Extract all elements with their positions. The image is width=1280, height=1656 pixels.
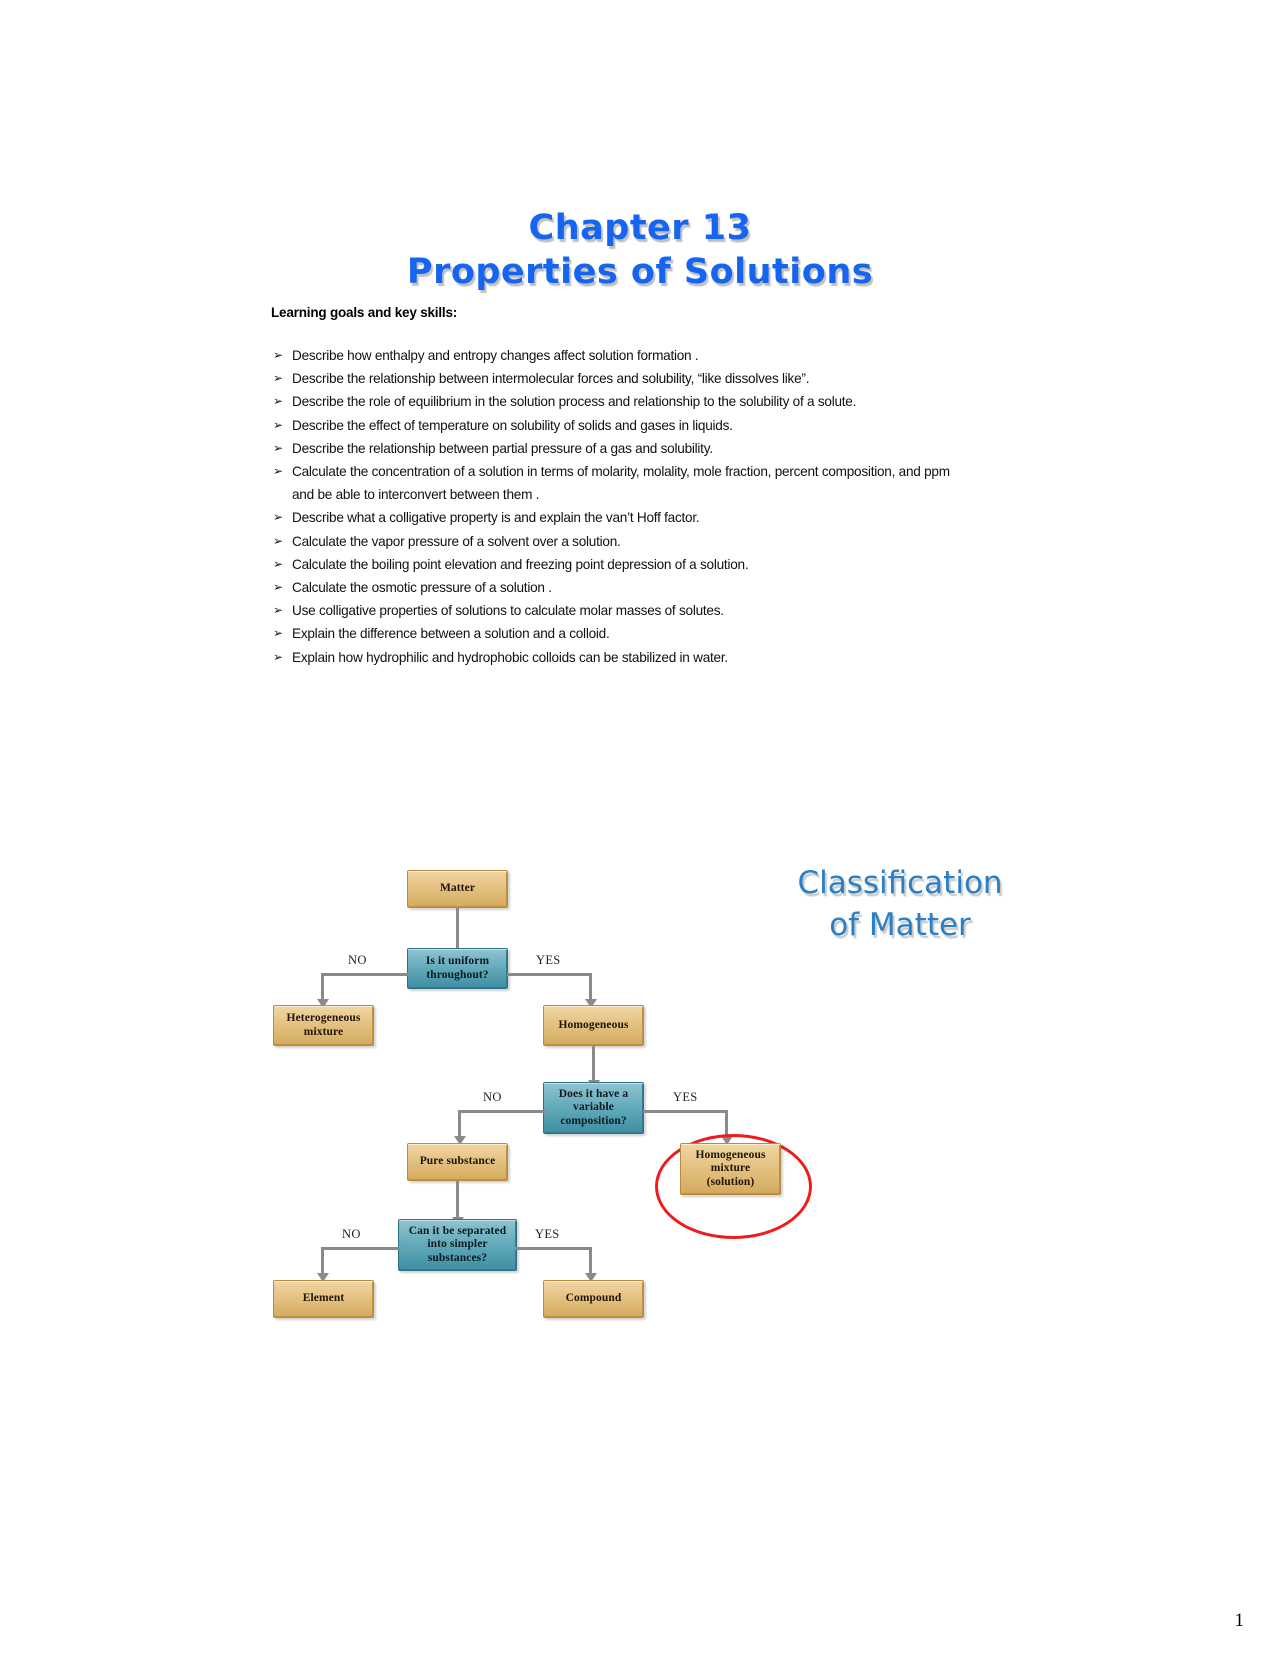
connector-pure-to-q3 [456, 1181, 459, 1221]
connector-q3-no-vertical [321, 1247, 324, 1277]
list-item: ➢ Explain the difference between a soluti… [271, 622, 951, 645]
arrow-bullet-icon: ➢ [273, 440, 283, 455]
flow-node-label: Heterogeneous mixture [286, 1012, 361, 1038]
connector-q3-yes-horizontal [515, 1247, 592, 1250]
list-item-text: Describe how enthalpy and entropy change… [292, 348, 699, 363]
learning-goals-list: ➢ Describe how enthalpy and entropy chang… [271, 344, 951, 669]
connector-q3-yes-vertical [589, 1247, 592, 1277]
arrow-bullet-icon: ➢ [273, 417, 283, 432]
flow-node-label: Can it be separated into simpler substan… [408, 1224, 507, 1264]
connector-q2-no-horizontal [458, 1110, 546, 1113]
flow-node-label: Is it uniform throughout? [425, 955, 490, 981]
list-item: ➢ Calculate the concentration of a soluti… [271, 460, 951, 506]
connector-q2-yes-horizontal [643, 1110, 728, 1113]
arrow-head-icon [317, 999, 329, 1008]
list-item-text: Explain the difference between a solutio… [292, 626, 610, 642]
connector-q1-no-horizontal [321, 973, 409, 976]
flow-node-label: Homogeneous [558, 1018, 629, 1031]
list-item-text: Calculate the osmotic pressure of a solu… [292, 580, 552, 596]
flow-node-label: Homogeneous mixture (solution) [695, 1148, 766, 1188]
flow-node-homogeneous: Homogeneous [543, 1005, 644, 1046]
arrow-bullet-icon: ➢ [273, 394, 283, 409]
learning-goals-section: Learning goals and key skills: ➢ Describe… [271, 305, 951, 669]
connector-matter-to-q1 [456, 908, 459, 952]
arrow-bullet-icon: ➢ [273, 464, 283, 479]
list-item: ➢ Calculate the osmotic pressure of a sol… [271, 576, 951, 599]
list-item-text: Explain how hydrophilic and hydrophobic … [292, 649, 728, 665]
list-item-text: Use colligative properties of solutions … [292, 603, 724, 619]
arrow-head-icon [317, 1273, 329, 1282]
flow-node-solution: Homogeneous mixture (solution) [680, 1143, 781, 1195]
arrow-bullet-icon: ➢ [273, 603, 283, 618]
arrow-bullet-icon: ➢ [273, 626, 283, 641]
list-item-text: Calculate the concentration of a solutio… [292, 464, 950, 503]
list-item: ➢ Calculate the boiling point elevation a… [271, 553, 951, 576]
list-item: ➢ Describe the relationship between inter… [271, 367, 951, 390]
arrow-bullet-icon: ➢ [273, 649, 283, 664]
list-item: ➢ Describe the effect of temperature on s… [271, 414, 951, 437]
list-item-text: Calculate the boiling point elevation an… [292, 556, 749, 572]
list-item: ➢ Calculate the vapor pressure of a solve… [271, 530, 951, 553]
list-item: ➢ Describe the relationship between parti… [271, 437, 951, 460]
title-line-chapter: Chapter 13 [528, 208, 752, 248]
flow-node-label: Matter [439, 882, 476, 895]
label-yes-variable: YES [673, 1090, 698, 1104]
title-line-subject: Properties of Solutions [406, 252, 874, 292]
list-item-text: Describe what a colligative property is … [292, 510, 700, 526]
list-item-text: Describe the relationship between partia… [292, 440, 713, 456]
list-item-text: Calculate the vapor pressure of a solven… [292, 533, 621, 549]
arrow-head-icon [585, 999, 597, 1008]
arrow-bullet-icon: ➢ [273, 371, 283, 386]
label-no-uniform: NO [348, 953, 367, 967]
flow-node-label: Pure substance [419, 1155, 496, 1168]
label-no-separable: NO [342, 1227, 361, 1241]
flow-node-element: Element [273, 1280, 374, 1318]
figure-heading: Classification of Matter [797, 865, 1003, 943]
label-yes-uniform: YES [536, 953, 561, 967]
list-item: ➢ Describe what a colligative property is… [271, 506, 951, 529]
list-item-text: Describe the relationship between interm… [292, 371, 810, 387]
connector-q2-yes-vertical [725, 1110, 728, 1140]
connector-q1-yes-vertical [589, 973, 592, 1003]
list-item: ➢ Describe how enthalpy and entropy chang… [271, 344, 951, 367]
connector-q2-no-vertical [458, 1110, 461, 1140]
flow-node-question-uniform: Is it uniform throughout? [407, 948, 508, 989]
arrow-bullet-icon: ➢ [273, 580, 283, 595]
label-yes-separable: YES [535, 1227, 560, 1241]
arrow-bullet-icon: ➢ [273, 348, 283, 362]
arrow-head-icon [585, 1273, 597, 1282]
flow-node-pure-substance: Pure substance [407, 1143, 508, 1181]
arrow-bullet-icon: ➢ [273, 510, 283, 525]
solution-highlight-ellipse [655, 1134, 812, 1239]
connector-q3-no-horizontal [321, 1247, 401, 1250]
arrow-head-icon [454, 1136, 466, 1145]
label-no-variable: NO [483, 1090, 502, 1104]
page-title: Chapter 13 Properties of Solutions [0, 206, 1280, 294]
connector-q1-no-vertical [321, 973, 324, 1003]
flow-node-heterogeneous-mixture: Heterogeneous mixture [273, 1005, 374, 1046]
connector-homogeneous-to-q2 [592, 1046, 595, 1084]
classification-of-matter-flowchart: Matter Is it uniform throughout? NO YES … [255, 860, 835, 1330]
flow-node-label: Compound [565, 1292, 622, 1305]
flow-node-question-separable: Can it be separated into simpler substan… [398, 1219, 517, 1271]
list-item: ➢ Use colligative properties of solutions… [271, 599, 951, 622]
list-item-text: Describe the role of equilibrium in the … [292, 394, 857, 410]
flow-node-question-variable-composition: Does it have a variable composition? [543, 1082, 644, 1134]
arrow-bullet-icon: ➢ [273, 533, 283, 548]
connector-q1-yes-horizontal [507, 973, 592, 976]
arrow-bullet-icon: ➢ [273, 556, 283, 571]
flow-node-compound: Compound [543, 1280, 644, 1318]
flow-node-label: Does it have a variable composition? [558, 1087, 629, 1127]
list-item: ➢ Explain how hydrophilic and hydrophobic… [271, 646, 951, 669]
learning-goals-heading: Learning goals and key skills: [271, 305, 458, 320]
flow-node-label: Element [302, 1292, 345, 1305]
list-item: ➢ Describe the role of equilibrium in the… [271, 390, 951, 413]
page-number: 1 [1234, 1610, 1245, 1631]
flow-node-matter: Matter [407, 870, 508, 908]
list-item-text: Describe the effect of temperature on so… [292, 417, 733, 433]
